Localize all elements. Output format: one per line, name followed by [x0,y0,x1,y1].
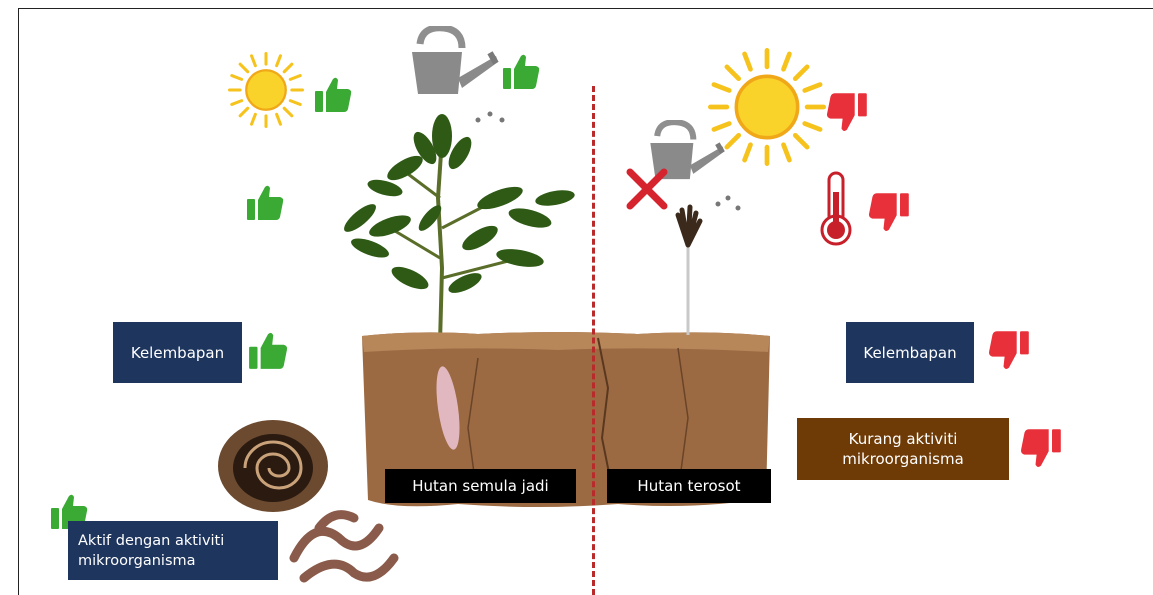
divider-line [592,86,595,595]
right-soil-label: Hutan terosot [607,469,771,503]
sun-icon [228,52,304,128]
left-micro-label: Aktif dengan aktiviti mikroorganisma [68,521,278,580]
seedling-illustration [668,195,708,335]
tree-illustration [330,108,590,348]
water-drops [710,190,744,216]
thumbs-down-icon [824,90,870,134]
left-soil-label: Hutan semula jadi [385,469,576,503]
right-moisture-label: Kelembapan [846,322,974,383]
thumbs-down-icon [986,328,1032,372]
thermometer-icon [816,170,856,248]
earthworms-illustration [284,498,404,588]
thumbs-down-icon [866,190,912,234]
watering-can-icon [400,26,500,106]
thumbs-up-icon [246,330,290,372]
right-micro-label: Kurang aktiviti mikroorganisma [797,418,1009,480]
thumbs-down-icon [1018,426,1064,470]
cross-icon [624,166,670,212]
left-moisture-label: Kelembapan [113,322,242,383]
thumbs-up-icon [500,52,542,92]
thumbs-up-icon [244,183,286,223]
